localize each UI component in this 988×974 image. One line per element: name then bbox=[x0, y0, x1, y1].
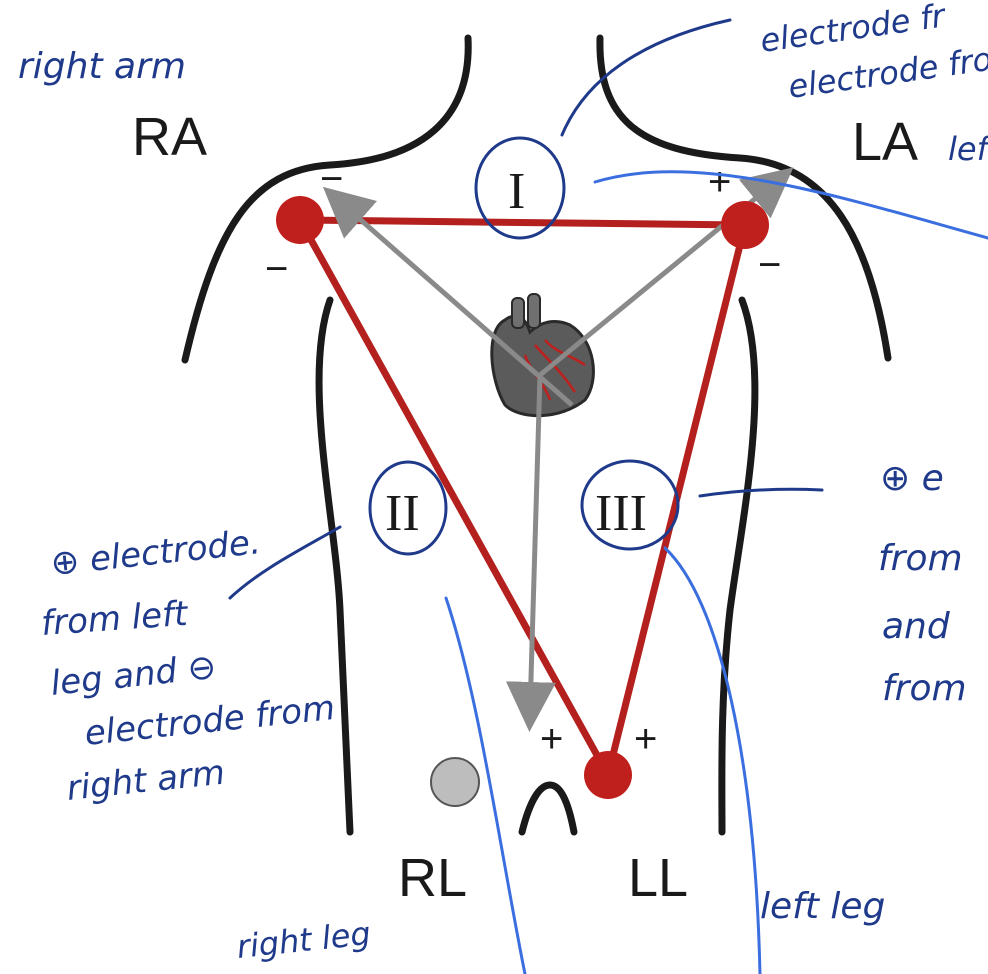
note-lead3-line1: ⊕ e bbox=[880, 458, 944, 499]
polarity-signs: − − + − + + bbox=[265, 157, 781, 761]
note-right-arm: right arm bbox=[18, 46, 186, 87]
pointer-lead-3 bbox=[698, 487, 824, 498]
label-la: LA bbox=[852, 112, 918, 172]
torso-left bbox=[315, 296, 354, 836]
note-lead3-line4: from bbox=[882, 668, 967, 709]
note-lead2-line5: right arm bbox=[65, 753, 227, 809]
circle-lead-1 bbox=[474, 136, 566, 240]
circle-lead-3 bbox=[580, 459, 680, 551]
heart-icon bbox=[490, 293, 595, 418]
electrode-ra bbox=[276, 196, 324, 244]
neck-right-shoulder bbox=[596, 34, 892, 362]
sign-ll-left: + bbox=[540, 717, 563, 761]
label-ra: RA bbox=[132, 107, 207, 167]
neck-left-shoulder bbox=[181, 34, 472, 364]
hand-pointers bbox=[228, 18, 988, 974]
note-lead2-line2: from left bbox=[40, 594, 190, 644]
note-lead3-line2: from bbox=[878, 538, 963, 579]
vector-to-ll bbox=[505, 374, 556, 732]
hand-circles bbox=[368, 136, 680, 556]
note-lead2-line3: leg and ⊖ bbox=[49, 647, 218, 704]
electrode-ll bbox=[584, 751, 632, 799]
note-lead2-line1: ⊕ electrode. bbox=[49, 522, 263, 584]
note-left-leg: left leg bbox=[760, 886, 885, 927]
sign-la-side: − bbox=[758, 243, 781, 287]
pointer-right-leg bbox=[444, 596, 527, 974]
body-outline bbox=[181, 34, 892, 836]
note-lead3-line3: and bbox=[882, 606, 951, 647]
electrode-rl-ground bbox=[430, 757, 480, 807]
sign-la-top: + bbox=[708, 160, 731, 204]
label-ll: LL bbox=[628, 848, 688, 908]
lead-2-label: II bbox=[385, 485, 420, 542]
note-lead2-line4: electrode from bbox=[83, 688, 337, 754]
label-rl: RL bbox=[398, 848, 467, 908]
lead-3-label: III bbox=[595, 485, 647, 542]
pointer-lead-1-right bbox=[593, 170, 988, 240]
sign-ra-side: − bbox=[265, 247, 288, 291]
electrode-la bbox=[721, 201, 769, 249]
vector-to-ra bbox=[322, 186, 574, 407]
sign-ll-right: + bbox=[634, 717, 657, 761]
crotch bbox=[518, 781, 578, 836]
note-right-leg: right leg bbox=[235, 914, 372, 966]
torso-right bbox=[718, 296, 759, 836]
lead-2-line bbox=[296, 218, 612, 777]
pointer-lead-2 bbox=[228, 525, 342, 600]
circle-lead-2 bbox=[368, 460, 448, 556]
pointer-lead-1 bbox=[560, 18, 732, 137]
lead-1-label: I bbox=[508, 163, 525, 220]
note-left-arm: lef bbox=[948, 130, 988, 168]
pointer-left-leg bbox=[663, 546, 762, 974]
sign-ra-top: − bbox=[320, 157, 343, 201]
electrodes bbox=[276, 196, 769, 807]
